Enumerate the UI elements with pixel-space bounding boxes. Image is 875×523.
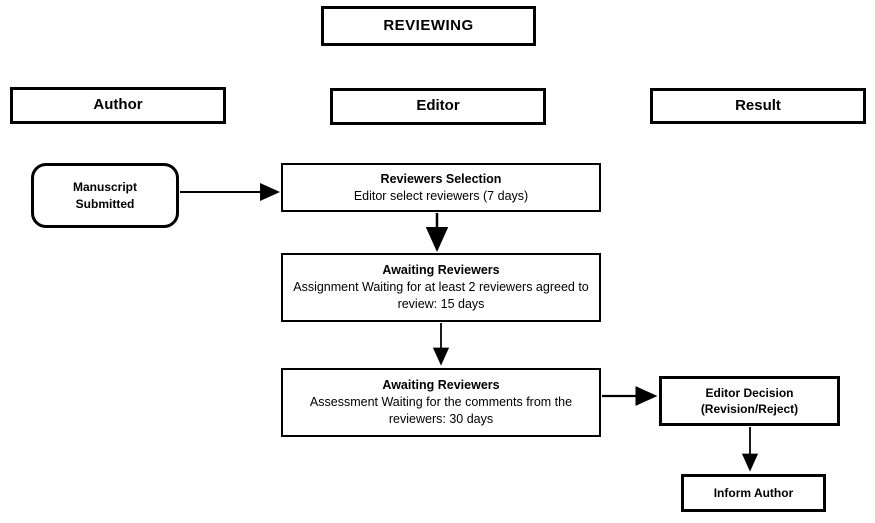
lane-header-result: Result (650, 88, 866, 124)
node-manuscript-submitted-line2: Submitted (75, 196, 135, 211)
node-awaiting-reviewers-assessment: Awaiting Reviewers Assessment Waiting fo… (281, 368, 601, 437)
node-reviewers-selection-title: Reviewers Selection (380, 171, 502, 186)
node-editor-decision: Editor Decision (Revision/Reject) (659, 376, 840, 426)
node-manuscript-submitted-line1: Manuscript (72, 180, 137, 195)
lane-header-editor-label: Editor (416, 97, 460, 115)
node-editor-decision-line1: Editor Decision (705, 385, 794, 400)
node-reviewers-selection-body: Editor select reviewers (7 days) (353, 188, 529, 203)
lane-header-author-label: Author (93, 96, 143, 114)
node-awaiting-assessment-body: Assessment Waiting for the comments from… (309, 395, 573, 426)
node-awaiting-reviewers-assignment: Awaiting Reviewers Assignment Waiting fo… (281, 253, 601, 322)
node-manuscript-submitted: Manuscript Submitted (31, 163, 179, 228)
node-awaiting-assessment-title: Awaiting Reviewers (382, 378, 500, 393)
node-awaiting-assignment-body: Assignment Waiting for at least 2 review… (293, 280, 589, 311)
lane-header-editor: Editor (330, 88, 546, 125)
node-reviewers-selection: Reviewers Selection Editor select review… (281, 163, 601, 212)
diagram-title-label: REVIEWING (383, 16, 474, 34)
lane-header-result-label: Result (735, 96, 781, 114)
diagram-title: REVIEWING (321, 6, 536, 46)
lane-header-author: Author (10, 87, 226, 124)
node-inform-author: Inform Author (681, 474, 826, 512)
node-editor-decision-line2: (Revision/Reject) (700, 402, 799, 416)
node-inform-author-label: Inform Author (713, 485, 794, 500)
node-awaiting-assignment-title: Awaiting Reviewers (382, 263, 500, 278)
